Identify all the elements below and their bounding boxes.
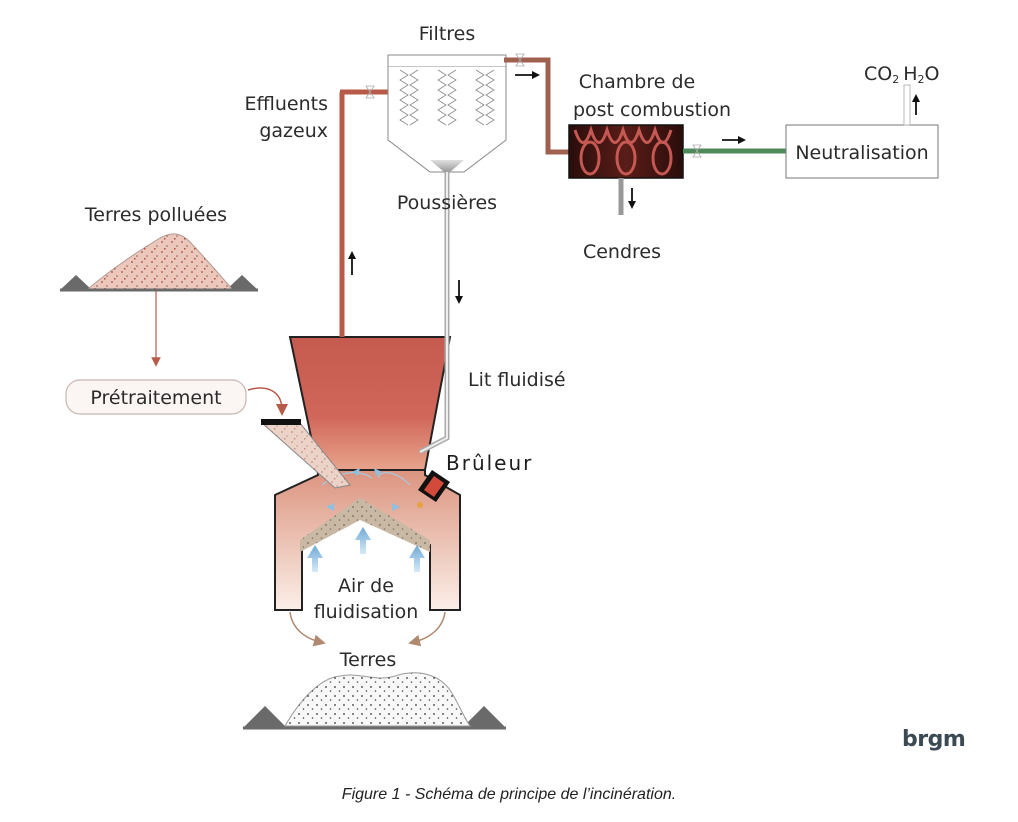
gas-effluent-pipe [339, 85, 390, 337]
pretreatment-box [65, 379, 247, 415]
air-arrow-center [355, 527, 371, 554]
neutralisation-box [785, 124, 939, 179]
label-chambre-line2: post combustion [573, 99, 731, 121]
ground-wedge-left [60, 275, 92, 290]
air-arrow-right [409, 545, 425, 572]
ground-wedge-left [243, 706, 287, 728]
h2o-o-text: O [925, 63, 940, 85]
brgm-logo: brgm [902, 727, 966, 752]
label-chambre-line1: Chambre de [579, 71, 695, 93]
label-neutralisation: Neutralisation [795, 142, 928, 164]
h2o-subscript: 2 [918, 73, 925, 86]
filtered-gas-pipe [504, 53, 570, 155]
label-poussieres: Poussières [397, 192, 497, 214]
flow-arrow-to-soils-right [408, 611, 446, 647]
exhaust-stack [903, 84, 911, 126]
label-bruleur: Brûleur [446, 451, 533, 475]
dust-return-pipe [418, 172, 450, 455]
down-arrow-icon [455, 280, 463, 304]
ground-wedge-right [226, 275, 258, 290]
flow-arrow-to-feeder [247, 387, 288, 416]
label-effluents-line1: Effluents [245, 93, 329, 115]
label-air-line1: Air de [338, 575, 394, 597]
label-lit-fluidise: Lit fluidisé [468, 369, 566, 391]
filters-unit [387, 54, 507, 173]
label-effluents-line2: gazeux [259, 120, 328, 142]
label-cendres: Cendres [583, 241, 661, 263]
post-combustion-chamber [568, 124, 684, 179]
clean-gas-pipe [683, 144, 787, 158]
up-arrow-icon [348, 251, 356, 275]
ground-wedge-right [462, 706, 506, 728]
fluidized-bed-furnace [274, 336, 461, 612]
right-arrow-icon [515, 71, 540, 79]
label-air-line2: fluidisation [314, 601, 419, 623]
label-pretraitement: Prétraitement [90, 387, 221, 409]
polluted-soil-pile [60, 233, 258, 292]
h2o-h-text: H [903, 63, 917, 85]
exhaust-up-arrow-icon [912, 94, 920, 115]
label-terres-polluees: Terres polluées [84, 204, 227, 226]
label-filtres: Filtres [419, 23, 476, 45]
feeder-chute [260, 419, 351, 489]
co2-text: CO [864, 63, 892, 85]
burner [417, 470, 450, 508]
air-arrows [307, 527, 425, 572]
flow-arrow-to-soils-left [289, 611, 326, 647]
label-terres: Terres [339, 649, 397, 671]
ash-down-arrow-icon [628, 188, 636, 209]
figure-caption: Figure 1 - Schéma de principe de l’incin… [341, 786, 677, 803]
treated-soil-pile [243, 672, 506, 730]
co2-subscript: 2 [892, 73, 899, 86]
right-arrow-icon [722, 136, 746, 144]
air-arrow-left [307, 545, 323, 572]
